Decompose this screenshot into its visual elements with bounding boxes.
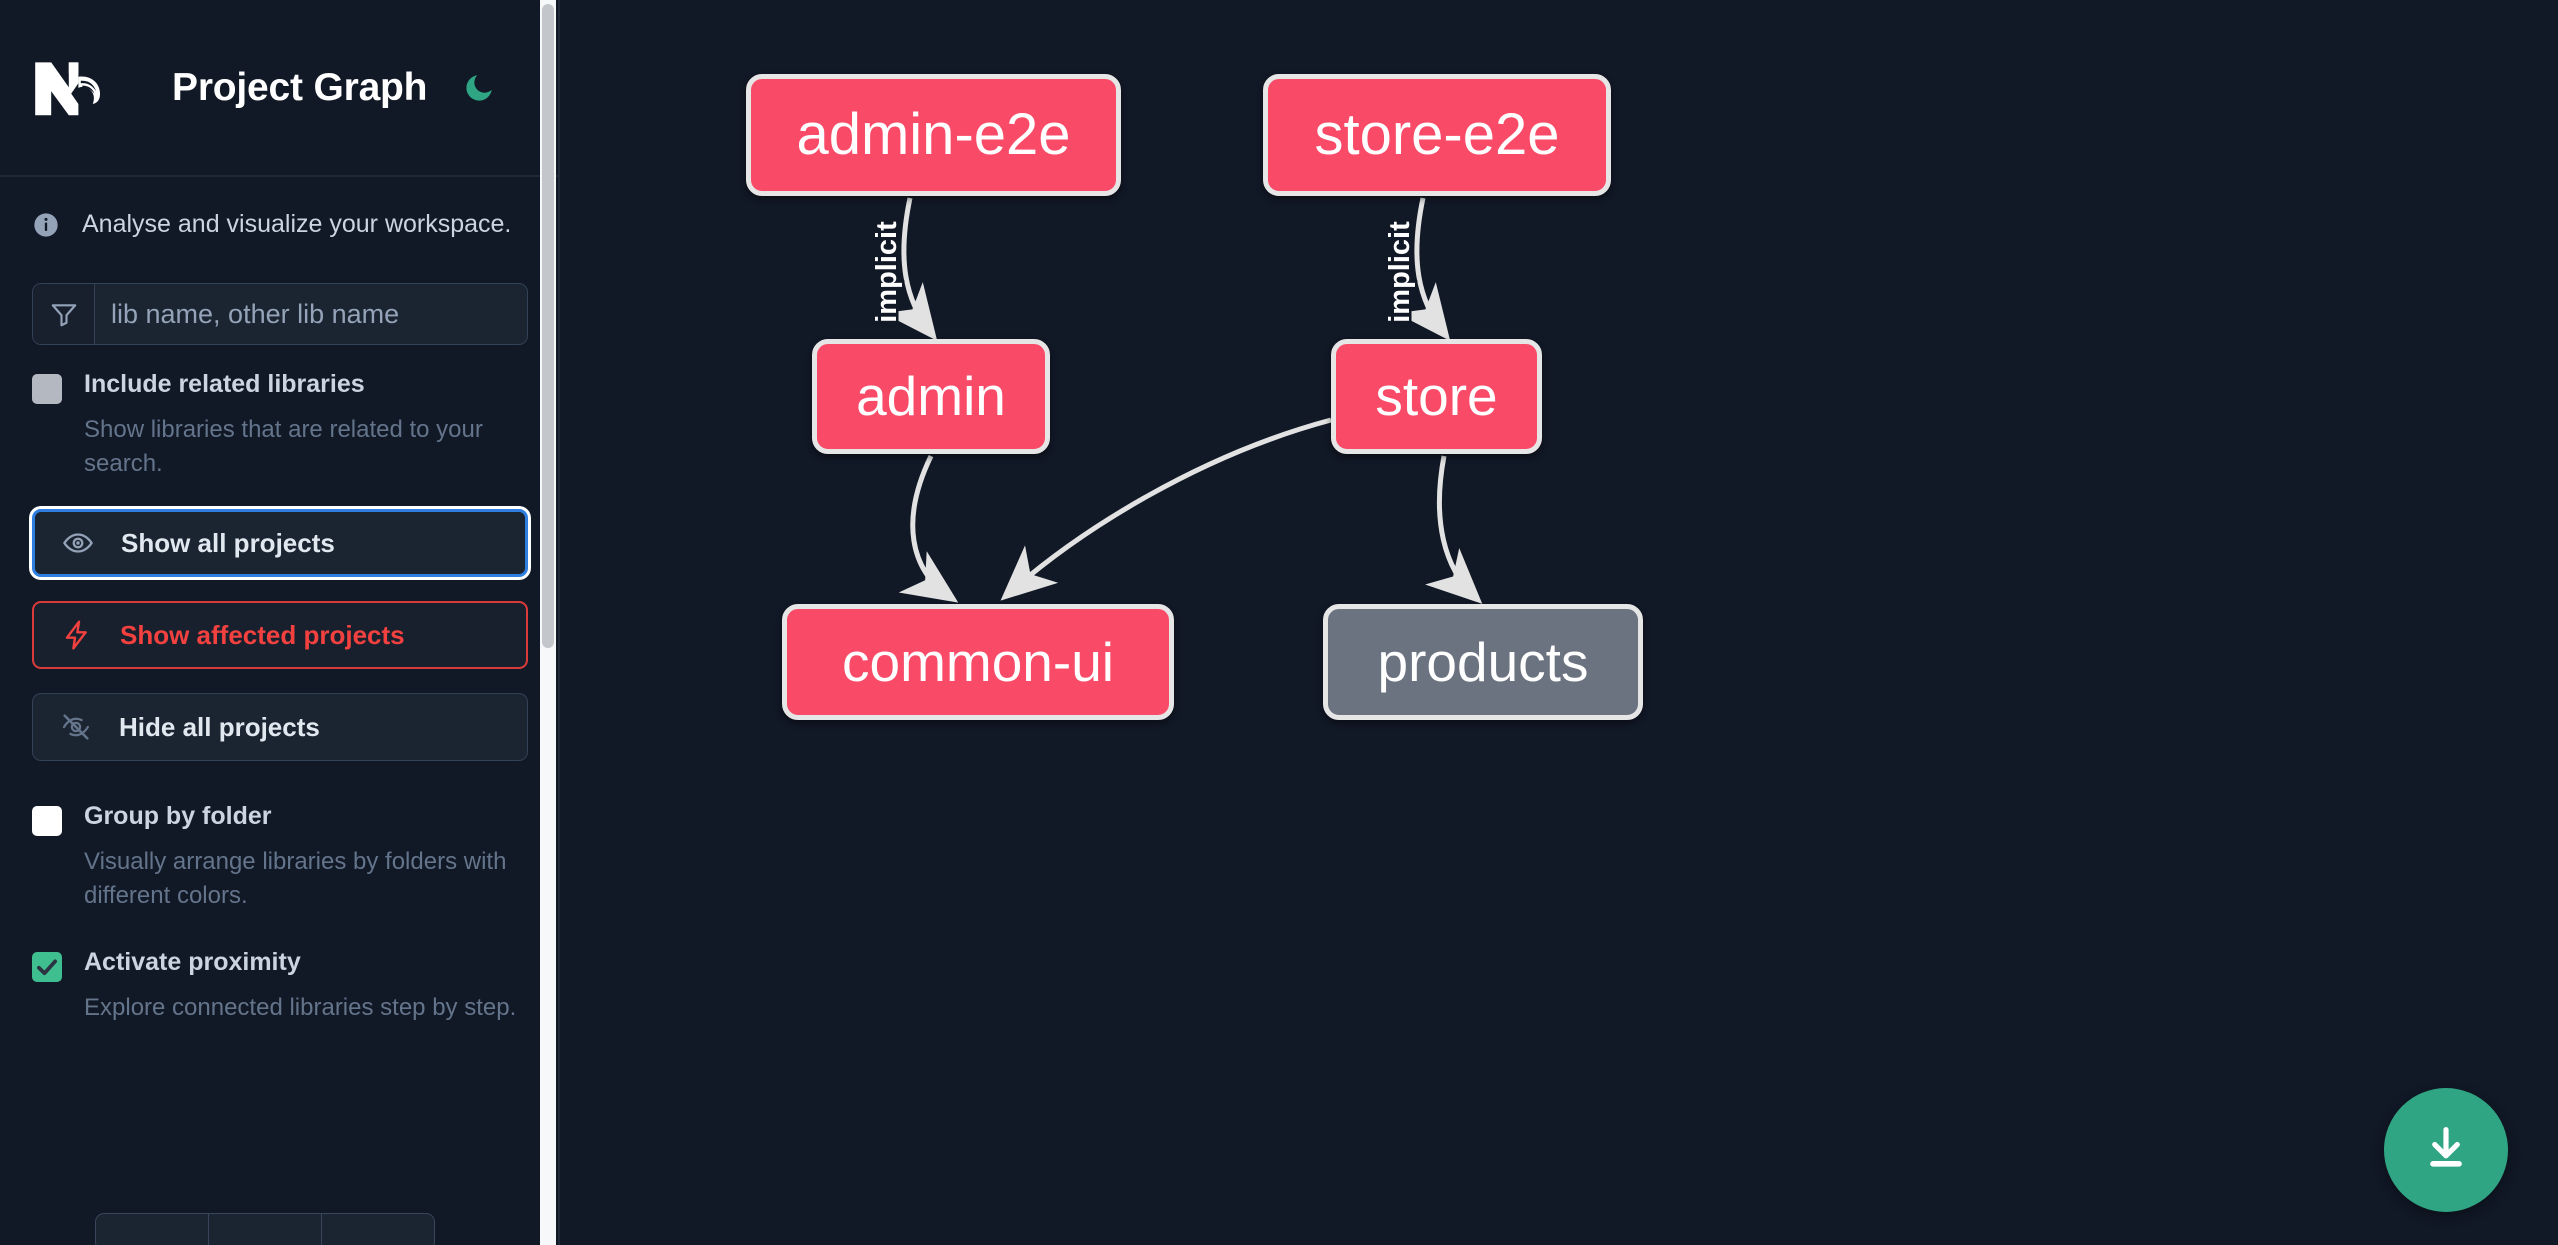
info-banner: Analyse and visualize your workspace. <box>0 177 558 239</box>
project-visibility-buttons: Show all projects Show affected projects <box>0 481 558 762</box>
sidebar: Project Graph Analyse and visualize y <box>0 0 560 1245</box>
activate-proximity-description: Explore connected libraries step by step… <box>84 994 517 1022</box>
graph-node-store[interactable]: store <box>1331 339 1542 454</box>
proximity-step-segment[interactable] <box>209 1214 322 1245</box>
show-affected-projects-label: Show affected projects <box>120 619 405 650</box>
graph-node-common-ui[interactable]: common-ui <box>782 604 1174 720</box>
activate-proximity-label: Activate proximity <box>84 948 301 977</box>
group-by-folder-label: Group by folder <box>84 802 272 831</box>
hide-all-projects-label: Hide all projects <box>119 711 320 742</box>
proximity-step-segment[interactable] <box>96 1214 209 1245</box>
edge-store-to-products <box>1425 455 1483 604</box>
graph-node-label: admin-e2e <box>796 102 1071 167</box>
eye-icon <box>61 526 95 560</box>
show-affected-projects-button[interactable]: Show affected projects <box>32 601 528 670</box>
sidebar-scrollbar[interactable] <box>540 0 556 1245</box>
info-banner-text: Analyse and visualize your workspace. <box>82 210 512 238</box>
edge-label-implicit: implicit <box>871 221 903 323</box>
edge-admin-e2e-to-admin <box>883 197 938 341</box>
group-by-folder-description: Visually arrange libraries by folders wi… <box>84 848 507 910</box>
info-circle-icon <box>32 211 60 239</box>
include-related-libraries-label: Include related libraries <box>84 370 365 398</box>
moon-icon[interactable] <box>460 69 498 107</box>
search-field[interactable] <box>32 283 528 345</box>
activate-proximity-checkbox[interactable] <box>32 952 62 983</box>
graph-node-label: store-e2e <box>1314 102 1560 167</box>
filter-funnel-icon <box>33 284 95 344</box>
nx-logo-icon <box>32 56 120 120</box>
graph-edges: implicit implicit <box>869 197 1483 604</box>
download-graph-button[interactable] <box>2384 1088 2508 1212</box>
proximity-step-segmented-control[interactable] <box>95 1213 435 1245</box>
graph-node-label: admin <box>856 365 1006 427</box>
hide-all-projects-button[interactable]: Hide all projects <box>32 693 528 762</box>
proximity-step-segment[interactable] <box>322 1214 434 1245</box>
include-related-libraries-group: Include related libraries Show libraries… <box>0 345 558 481</box>
download-icon <box>2420 1122 2472 1179</box>
activate-proximity-group: Activate proximity Explore connected lib… <box>0 913 558 1025</box>
group-by-folder-checkbox[interactable] <box>32 806 62 837</box>
graph-node-products[interactable]: products <box>1323 604 1643 720</box>
include-related-libraries-description: Show libraries that are related to your … <box>84 416 483 478</box>
graph-node-store-e2e[interactable]: store-e2e <box>1263 74 1611 196</box>
search-input[interactable] <box>95 284 527 344</box>
graph-node-admin[interactable]: admin <box>812 339 1050 454</box>
show-all-projects-button[interactable]: Show all projects <box>32 509 528 578</box>
page-title: Project Graph <box>172 65 428 109</box>
group-by-folder-group: Group by folder Visually arrange librari… <box>0 761 558 913</box>
edge-store-e2e-to-store <box>1396 197 1451 341</box>
header-divider <box>0 175 558 177</box>
edge-label-implicit: implicit <box>1384 221 1416 323</box>
graph-node-label: store <box>1375 365 1498 427</box>
include-related-libraries-checkbox[interactable] <box>32 374 62 404</box>
lightning-bolt-icon <box>60 618 94 652</box>
graph-node-label: common-ui <box>841 630 1115 693</box>
edge-store-to-common-ui <box>1000 417 1332 601</box>
eye-off-icon <box>59 710 93 744</box>
show-all-projects-label: Show all projects <box>121 527 335 558</box>
brand-header: Project Graph <box>0 0 558 175</box>
graph-canvas[interactable]: implicit implicit admin-e2e store-e2e ad… <box>560 0 2558 1245</box>
edge-admin-to-common-ui <box>898 454 959 603</box>
sidebar-scrollbar-thumb[interactable] <box>542 4 554 648</box>
graph-node-admin-e2e[interactable]: admin-e2e <box>746 74 1121 196</box>
graph-node-label: products <box>1377 630 1589 693</box>
